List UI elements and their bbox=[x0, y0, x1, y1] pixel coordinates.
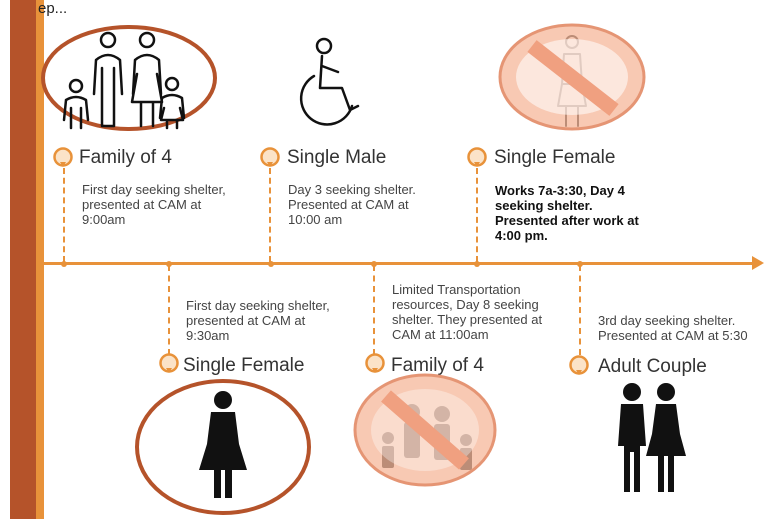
female-icon bbox=[498, 23, 646, 131]
event-label: Adult Couple bbox=[598, 356, 707, 377]
event-label: Family of 4 bbox=[391, 355, 484, 376]
timeline-tick bbox=[166, 261, 172, 267]
timeline-tick bbox=[577, 261, 583, 267]
map-pin-icon bbox=[569, 355, 589, 375]
event-label: Single Female bbox=[494, 147, 616, 168]
timeline-connector bbox=[269, 168, 271, 262]
couple-icon bbox=[618, 383, 686, 492]
map-pin-icon bbox=[53, 147, 73, 167]
timeline-tick bbox=[371, 261, 377, 267]
timeline-connector bbox=[579, 265, 581, 355]
wheelchair-icon bbox=[299, 37, 360, 126]
event-description: 3rd day seeking shelter. Presented at CA… bbox=[598, 313, 748, 343]
event-label: Family of 4 bbox=[79, 147, 172, 168]
family-icon bbox=[353, 373, 497, 487]
timeline-connector bbox=[373, 265, 375, 355]
event-description: Works 7a-3:30, Day 4 seeking shelter. Pr… bbox=[495, 183, 639, 243]
timeline-axis bbox=[44, 262, 756, 265]
event-description: First day seeking shelter, presented at … bbox=[82, 182, 226, 227]
event-description: First day seeking shelter, presented at … bbox=[186, 298, 330, 343]
map-pin-icon bbox=[365, 353, 385, 373]
prohibited-icon bbox=[353, 373, 497, 487]
clipped-header-text: ep... bbox=[38, 0, 68, 17]
left-accent-edge bbox=[36, 0, 44, 519]
left-accent-bar bbox=[10, 0, 36, 519]
map-pin-icon bbox=[467, 147, 487, 167]
timeline-tick bbox=[474, 261, 480, 267]
map-pin-icon bbox=[260, 147, 280, 167]
timeline-connector bbox=[63, 168, 65, 262]
timeline-connector bbox=[476, 168, 478, 262]
prohibited-icon bbox=[498, 23, 646, 131]
timeline-arrowhead bbox=[752, 256, 764, 270]
event-description: Limited Transportation resources, Day 8 … bbox=[392, 282, 543, 342]
family-icon bbox=[41, 25, 217, 131]
timeline-tick bbox=[268, 261, 274, 267]
female-icon bbox=[135, 379, 311, 515]
event-description: Day 3 seeking shelter. Presented at CAM … bbox=[288, 182, 416, 227]
timeline-tick bbox=[61, 261, 67, 267]
event-label: Single Female bbox=[183, 355, 305, 376]
event-label: Single Male bbox=[287, 147, 387, 168]
timeline-connector bbox=[168, 265, 170, 355]
map-pin-icon bbox=[159, 353, 179, 373]
